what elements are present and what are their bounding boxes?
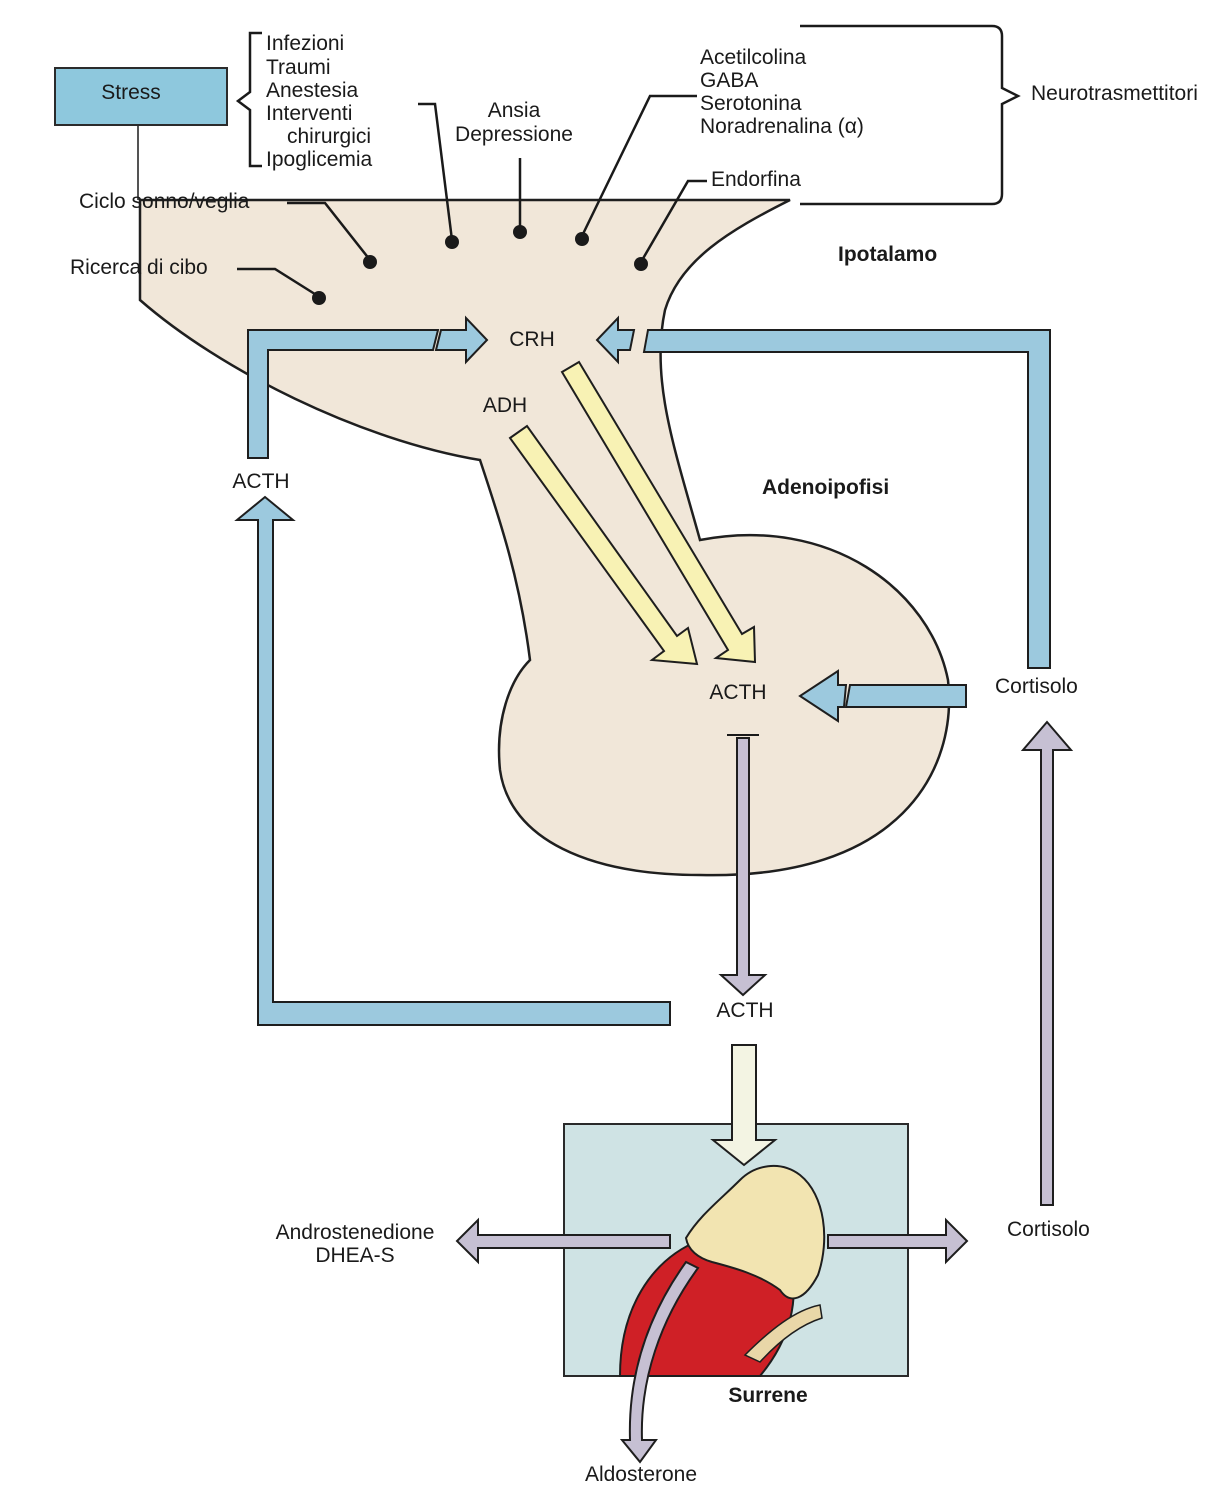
mood-depressione: Depressione [455, 123, 573, 146]
stressors-bracket [238, 33, 262, 166]
stressor-chirurgici: chirurgici [287, 125, 371, 148]
dheas-label: DHEA-S [315, 1244, 394, 1267]
adh-label: ADH [483, 394, 527, 417]
acth-pituitary-label: ACTH [709, 681, 766, 704]
endorphin-label: Endorfina [711, 168, 801, 191]
food-seeking-label: Ricerca di cibo [70, 256, 208, 279]
adrenal-label: Surrene [728, 1384, 807, 1407]
adenohypophysis-label: Adenoipofisi [762, 476, 889, 499]
androstenedione-label: Androstenedione [276, 1221, 435, 1244]
crh-label: CRH [509, 328, 555, 351]
acth-left-label: ACTH [232, 470, 289, 493]
acth-lower-label: ACTH [716, 999, 773, 1022]
cortisol-up-arrow [1023, 722, 1071, 1205]
stress-label: Stress [101, 81, 161, 104]
acth-adrenal-arrow [713, 1045, 775, 1165]
cortisol-pituitary-arrow [846, 685, 966, 707]
neurotransmitters-label: Neurotrasmettitori [1031, 82, 1198, 105]
nt-gaba: GABA [700, 69, 758, 92]
sleep-cycle-label: Ciclo sonno/veglia [79, 190, 250, 213]
nt-dot [575, 232, 589, 246]
nt-serotonina: Serotonina [700, 92, 802, 115]
mood-dot [513, 225, 527, 239]
cortisol-upper-label: Cortisolo [995, 675, 1078, 698]
stressor-infezioni: Infezioni [266, 32, 344, 55]
endorphin-dot [634, 257, 648, 271]
stressor-interventi: Interventi [266, 102, 352, 125]
nt-noradrenalina: Noradrenalina (α) [700, 115, 864, 138]
hypothalamus-label: Ipotalamo [838, 243, 937, 266]
stressor-anestesia: Anestesia [266, 79, 359, 102]
nt-acetilcolina: Acetilcolina [700, 46, 807, 69]
cortisol-lower-label: Cortisolo [1007, 1218, 1090, 1241]
food-dot [312, 291, 326, 305]
stressor-traumi: Traumi [266, 56, 331, 79]
stressors-dot [445, 235, 459, 249]
sleep-dot [363, 255, 377, 269]
mood-ansia: Ansia [488, 99, 541, 122]
stressor-ipoglicemia: Ipoglicemia [266, 148, 373, 171]
aldosterone-label: Aldosterone [585, 1463, 697, 1486]
